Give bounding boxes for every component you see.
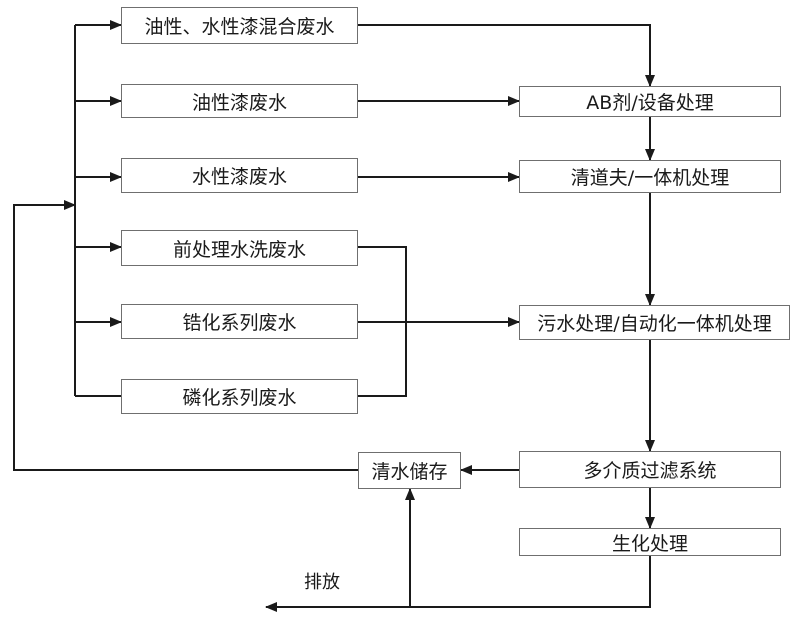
phosphating-wastewater-label: 磷化系列废水 [182, 387, 297, 409]
mixed-to-ab [358, 24, 655, 87]
ab-process-box: AB剂/设备处理 [519, 86, 781, 117]
zirconium-wastewater-label: 锆化系列废水 [182, 312, 297, 334]
bio-process-label: 生化处理 [611, 532, 688, 555]
oily-paint-wastewater-label: 油性漆废水 [191, 91, 287, 114]
clean-water-storage-label: 清水储存 [371, 461, 448, 483]
sewage-process-box: 污水处理/自动化一体机处理 [519, 305, 790, 340]
sewage-process-label: 污水处理/自动化一体机处理 [537, 313, 772, 335]
clean-water-storage-box: 清水储存 [358, 452, 461, 489]
discharge-label: 排放 [304, 572, 340, 593]
bio-process-box: 生化处理 [519, 528, 781, 556]
multimedia-filter-label: 多介质过滤系统 [583, 460, 717, 482]
mixed-wastewater-label: 油性、水性漆混合废水 [144, 16, 335, 38]
bio-to-discharge [265, 556, 651, 612]
phosphating-wastewater-box: 磷化系列废水 [121, 379, 358, 414]
zirconium-wastewater-box: 锆化系列废水 [121, 304, 358, 339]
recycle-loop [13, 200, 358, 471]
mixed-wastewater-box: 油性、水性漆混合废水 [121, 7, 358, 44]
pretreat-wastewater-label: 前处理水洗废水 [172, 238, 306, 261]
water-paint-wastewater-label: 水性漆废水 [191, 166, 287, 188]
pretreat-wastewater-box: 前处理水洗废水 [121, 230, 358, 266]
qingdaofu-process-box: 清道夫/一体机处理 [519, 160, 781, 193]
qingdaofu-process-label: 清道夫/一体机处理 [570, 167, 730, 189]
ab-process-label: AB剂/设备处理 [586, 92, 714, 114]
oily-paint-wastewater-box: 油性漆废水 [121, 84, 358, 118]
water-paint-wastewater-box: 水性漆废水 [121, 158, 358, 193]
multimedia-filter-box: 多介质过滤系统 [519, 451, 781, 488]
